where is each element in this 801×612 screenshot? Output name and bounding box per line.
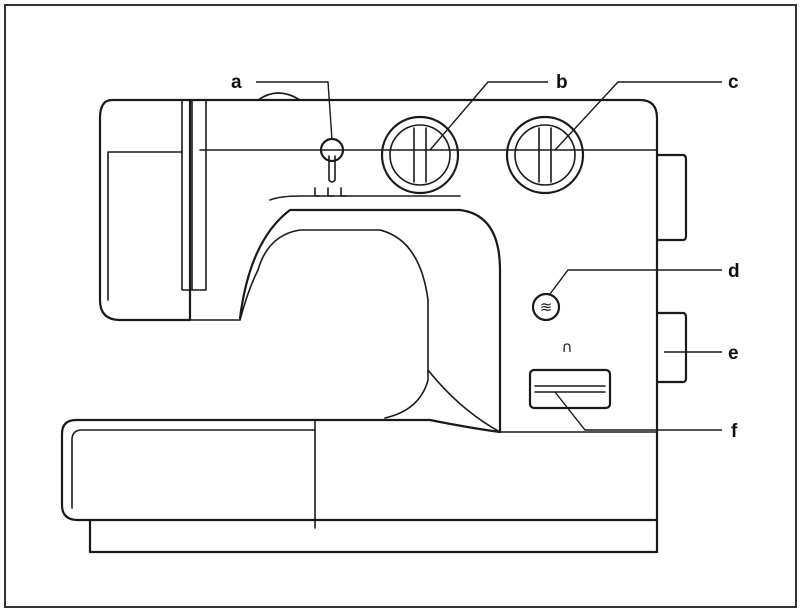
leader-d <box>549 269 722 295</box>
callout-labels: a b c d e f <box>231 72 740 442</box>
arm-opening-inner <box>257 229 429 419</box>
diagram-frame <box>4 4 797 608</box>
label-e: e <box>728 343 739 364</box>
left-head-inner <box>107 151 183 301</box>
leader-b <box>429 81 548 151</box>
handwheel-lower <box>655 311 688 384</box>
left-head-cover <box>98 98 192 322</box>
arm-opening <box>238 208 502 434</box>
pattern-dial <box>380 115 460 195</box>
pattern-icon: ≋ <box>540 298 553 316</box>
base-bottom <box>88 518 659 554</box>
label-b: b <box>556 72 568 93</box>
reverse-lever: ∩ <box>528 338 612 410</box>
base-outline <box>60 418 317 522</box>
leader-c <box>554 81 722 151</box>
leader-a <box>256 81 333 141</box>
label-f: f <box>731 421 738 442</box>
label-c: c <box>728 72 739 93</box>
base-inner <box>71 429 316 509</box>
needle-bar-cover <box>181 99 207 291</box>
arm-curve-detail <box>427 369 501 433</box>
label-a: a <box>231 72 242 93</box>
label-d: d <box>728 261 740 282</box>
left-arm-edge <box>189 269 259 321</box>
arm-top-edge <box>269 195 461 201</box>
pattern-button: ≋ <box>531 292 561 322</box>
selector-scale <box>314 187 347 197</box>
spool-bump <box>257 92 301 101</box>
upper-body-outline <box>88 98 659 522</box>
leader-lines <box>256 81 722 431</box>
stitch-width-dial <box>505 115 585 195</box>
selector-slot <box>328 155 336 183</box>
handwheel-upper <box>655 153 688 242</box>
leader-f <box>554 391 722 431</box>
machine-body <box>60 92 688 554</box>
stitch-length-selector <box>314 137 347 197</box>
reverse-icon: ∩ <box>562 338 573 356</box>
